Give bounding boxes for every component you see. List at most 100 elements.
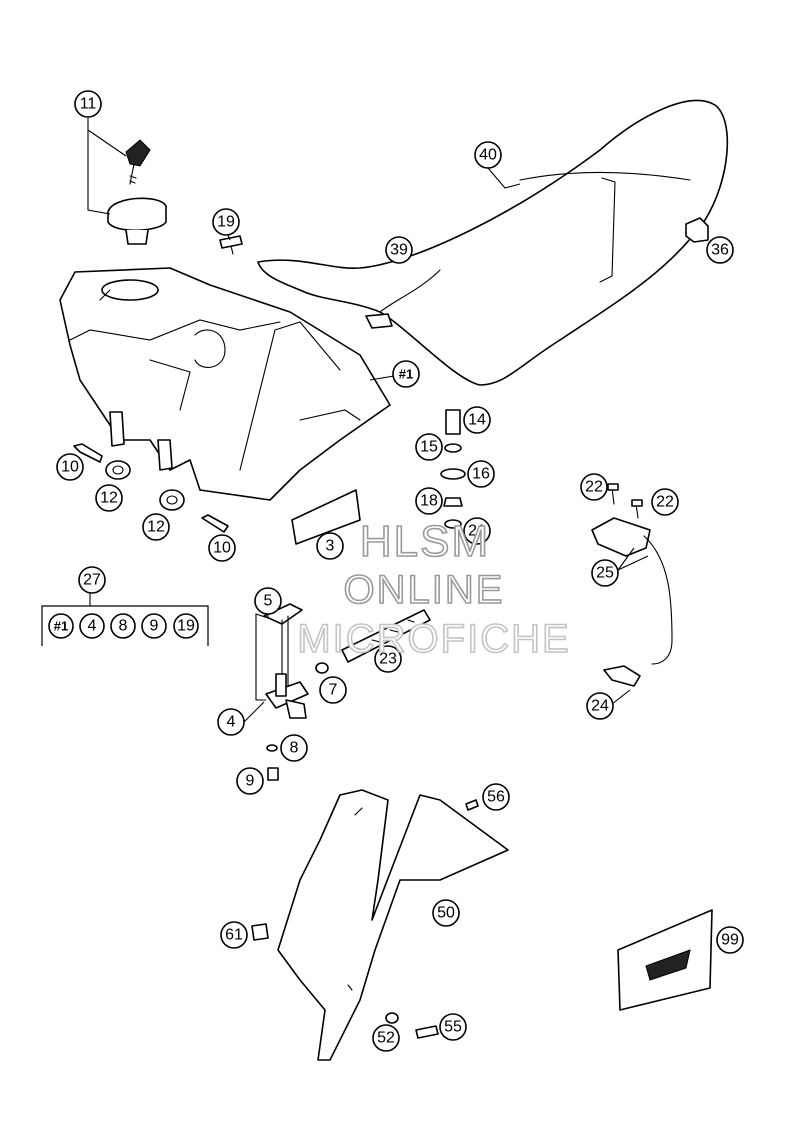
callout-14: 14 [463, 406, 491, 434]
callout-16: 16 [467, 460, 495, 488]
svg-text:8: 8 [119, 618, 128, 635]
screw-19 [219, 235, 243, 255]
svg-text:56: 56 [487, 789, 505, 806]
svg-text:10: 10 [61, 459, 79, 476]
svg-text:22: 22 [585, 479, 603, 496]
kill-switch [591, 517, 673, 665]
callout-10a: 10 [56, 453, 84, 481]
callout-36: 36 [706, 236, 734, 264]
svg-text:4: 4 [227, 714, 236, 731]
svg-text:#1: #1 [399, 367, 413, 382]
svg-text:55: 55 [444, 1019, 462, 1036]
owners-manual [617, 909, 713, 1011]
svg-text:9: 9 [150, 618, 159, 635]
svg-text:9: 9 [246, 773, 255, 790]
bolts-10 [73, 443, 229, 533]
callout-12b: 12 [142, 513, 170, 541]
svg-text:52: 52 [377, 1030, 395, 1047]
svg-text:7: 7 [329, 682, 338, 699]
callout-7: 7 [319, 676, 347, 704]
cover-hardware [251, 799, 479, 1039]
callout-24: 24 [586, 692, 614, 720]
svg-text:#1: #1 [54, 619, 68, 634]
callout-4: 4 [217, 708, 245, 736]
callout-27: 27 [78, 566, 106, 594]
svg-text:21: 21 [468, 523, 486, 540]
svg-text:25: 25 [596, 565, 614, 582]
callout-9: 9 [236, 767, 264, 795]
ignition-key [125, 139, 151, 185]
svg-text:19: 19 [177, 618, 195, 635]
svg-text:15: 15 [420, 439, 438, 456]
callout-40: 40 [474, 141, 502, 169]
svg-text:23: 23 [379, 651, 397, 668]
watermark-line-2: ONLINE [344, 568, 505, 612]
choke-lever [603, 665, 641, 687]
svg-text:14: 14 [468, 412, 486, 429]
callout-99: 99 [716, 926, 744, 954]
callout-50: 50 [432, 899, 460, 927]
screws-22 [607, 483, 643, 519]
fuel-tank [59, 267, 391, 501]
svg-text:12: 12 [100, 490, 118, 507]
fuel-tank-cap [107, 197, 167, 245]
kit-item-9: 9 [141, 613, 167, 639]
leader-lines [87, 118, 649, 723]
callout-19: 19 [212, 208, 240, 236]
kit-item-19: 19 [173, 613, 199, 639]
kit-item-8: 8 [110, 613, 136, 639]
svg-text:4: 4 [88, 618, 97, 635]
callout-39: 39 [385, 236, 413, 264]
callout-10b: 10 [208, 534, 236, 562]
callout-12a: 12 [95, 484, 123, 512]
callout-22a: 22 [580, 473, 608, 501]
callout-8: 8 [280, 734, 308, 762]
hose-clamp [315, 662, 329, 674]
fuel-tap [263, 603, 309, 719]
callout-56: 56 [482, 783, 510, 811]
kit-item-1: #1 [48, 613, 74, 639]
callout-61: 61 [220, 921, 248, 949]
fuel-hose [341, 609, 431, 663]
svg-text:50: 50 [437, 905, 455, 922]
rubber-grommets [105, 460, 185, 511]
svg-text:12: 12 [147, 519, 165, 536]
callout-15: 15 [415, 433, 443, 461]
washer-and-screw [266, 744, 279, 781]
svg-text:22: 22 [656, 494, 674, 511]
callout-55: 55 [439, 1013, 467, 1041]
kit-item-4: 4 [79, 613, 105, 639]
svg-text:19: 19 [217, 214, 235, 231]
svg-text:16: 16 [472, 466, 490, 483]
callout-3: 3 [316, 532, 344, 560]
svg-text:36: 36 [711, 242, 729, 259]
watermark-line-1: HLSM [360, 517, 490, 566]
mounting-hardware [440, 409, 466, 529]
callout-25: 25 [591, 559, 619, 587]
callout-1: #1 [392, 360, 420, 388]
svg-text:40: 40 [479, 147, 497, 164]
callout-52: 52 [372, 1024, 400, 1052]
svg-text:5: 5 [264, 593, 273, 610]
watermark-line-3: MICROFICHE [297, 617, 570, 661]
sticker-3 [291, 489, 361, 545]
svg-text:99: 99 [721, 932, 739, 949]
svg-text:61: 61 [225, 927, 243, 944]
callout-5: 5 [254, 587, 282, 615]
svg-text:11: 11 [80, 96, 97, 113]
callout-21: 21 [463, 517, 491, 545]
svg-text:24: 24 [591, 698, 609, 715]
seat-bumper [685, 217, 709, 243]
svg-text:10: 10 [213, 540, 231, 557]
svg-text:3: 3 [326, 538, 335, 555]
callout-23: 23 [374, 645, 402, 673]
svg-text:27: 27 [83, 572, 101, 589]
side-cover [277, 789, 509, 1061]
svg-text:18: 18 [420, 493, 438, 510]
svg-text:39: 39 [390, 242, 408, 259]
callout-18: 18 [415, 487, 443, 515]
watermark: HLSM ONLINE MICROFICHE [297, 516, 570, 662]
callout-11: 11 [74, 90, 102, 118]
callout-22b: 22 [651, 488, 679, 516]
